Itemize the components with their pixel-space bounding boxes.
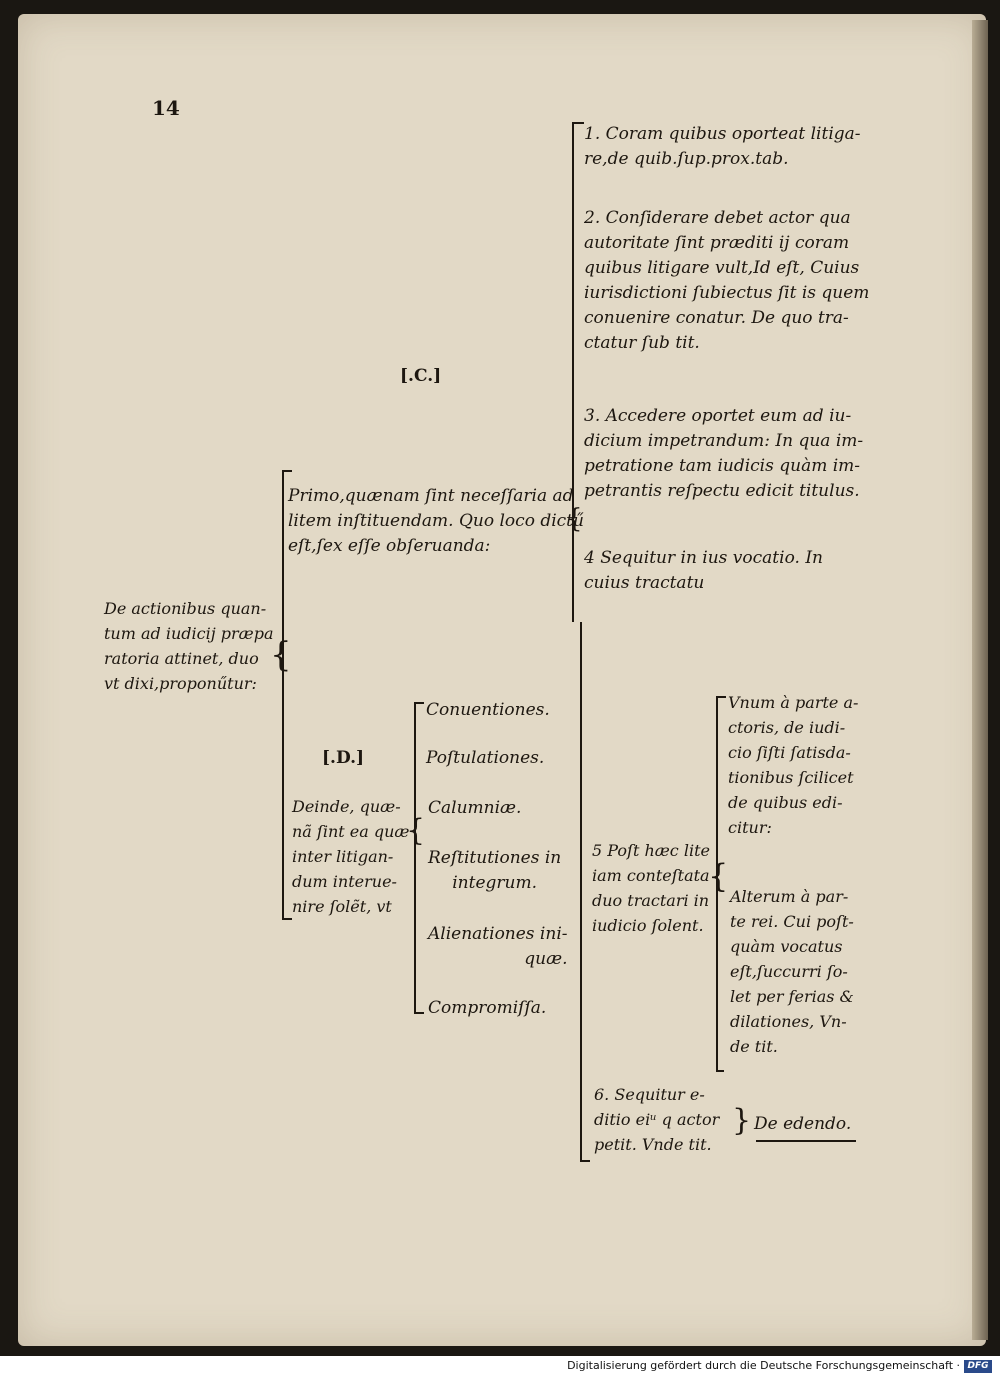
- item-5-sub-line: [716, 696, 718, 1072]
- item-2: 2. Conſiderare debet actor qua autoritat…: [584, 208, 870, 353]
- tree-line-main: [282, 470, 284, 920]
- item-5-brace: {: [708, 857, 729, 895]
- d-list-top-tick: [414, 702, 424, 704]
- tree-line-six-items: [572, 122, 574, 622]
- d-list-item: Alienationes ini- quæ.: [428, 924, 568, 969]
- tree-line-top-tick: [282, 470, 292, 472]
- section-mark-c: [.C.]: [400, 366, 442, 386]
- tree-line-bottom-tick: [282, 918, 292, 920]
- page-number: 14: [152, 96, 180, 120]
- book-page: [18, 14, 986, 1346]
- root-brace: {: [270, 635, 292, 675]
- item-6-sub-underline: [756, 1140, 856, 1142]
- item-5-sub-a: Vnum à parte a- ctoris, de iudi- cio ſiſ…: [728, 693, 859, 837]
- d-list-item: Poſtulationes.: [426, 748, 545, 768]
- d-list-bottom-tick: [414, 1012, 424, 1014]
- deinde-entry: Deinde, quæ- nã ſint ea quæ inter litiga…: [292, 797, 410, 916]
- dfg-logo-icon: DFG: [964, 1360, 992, 1373]
- item-1: 1. Coram quibus oporteat litiga- re,de q…: [584, 124, 861, 169]
- item-6-sub: De edendo.: [754, 1114, 852, 1134]
- tree-line-six-items-lower: [580, 622, 582, 1162]
- item-4: 4 Sequitur in ius vocatio. In cuius trac…: [584, 548, 823, 593]
- primo-entry: Primo,quænam ſint neceſſaria ad litem in…: [288, 486, 584, 556]
- footer-text: Digitalisierung gefördert durch die Deut…: [567, 1359, 960, 1372]
- primo-brace: {: [566, 504, 583, 534]
- d-list-line: [414, 702, 416, 1014]
- six-items-bottom-tick: [580, 1160, 590, 1162]
- d-list-item: Reſtitutiones in integrum.: [428, 848, 562, 893]
- item-5: 5 Poſt hæc lite iam conteſtata duo tract…: [592, 841, 710, 935]
- section-mark-d: [.D.]: [322, 748, 365, 768]
- footer-bar: Digitalisierung gefördert durch die Deut…: [0, 1356, 1000, 1378]
- item-3: 3. Accedere oportet eum ad iu- dicium im…: [584, 406, 864, 501]
- root-heading: De actionibus quan- tum ad iudicij præpa…: [104, 599, 274, 693]
- d-list-item: Compromiſſa.: [428, 998, 547, 1018]
- item-6-brace: }: [732, 1103, 752, 1138]
- item-5-sub-top-tick: [716, 696, 726, 698]
- six-items-top-tick: [572, 122, 584, 124]
- item-6: 6. Sequitur e- ditio eiᵘ q actor petit. …: [594, 1085, 720, 1154]
- item-5-sub-bottom-tick: [716, 1070, 724, 1072]
- d-list-item: Conuentiones.: [426, 700, 550, 720]
- book-spine: [972, 20, 988, 1340]
- item-5-sub-b: Alterum à par- te rei. Cui poſt- quàm vo…: [730, 887, 854, 1056]
- d-list-item: Calumniæ.: [428, 798, 522, 818]
